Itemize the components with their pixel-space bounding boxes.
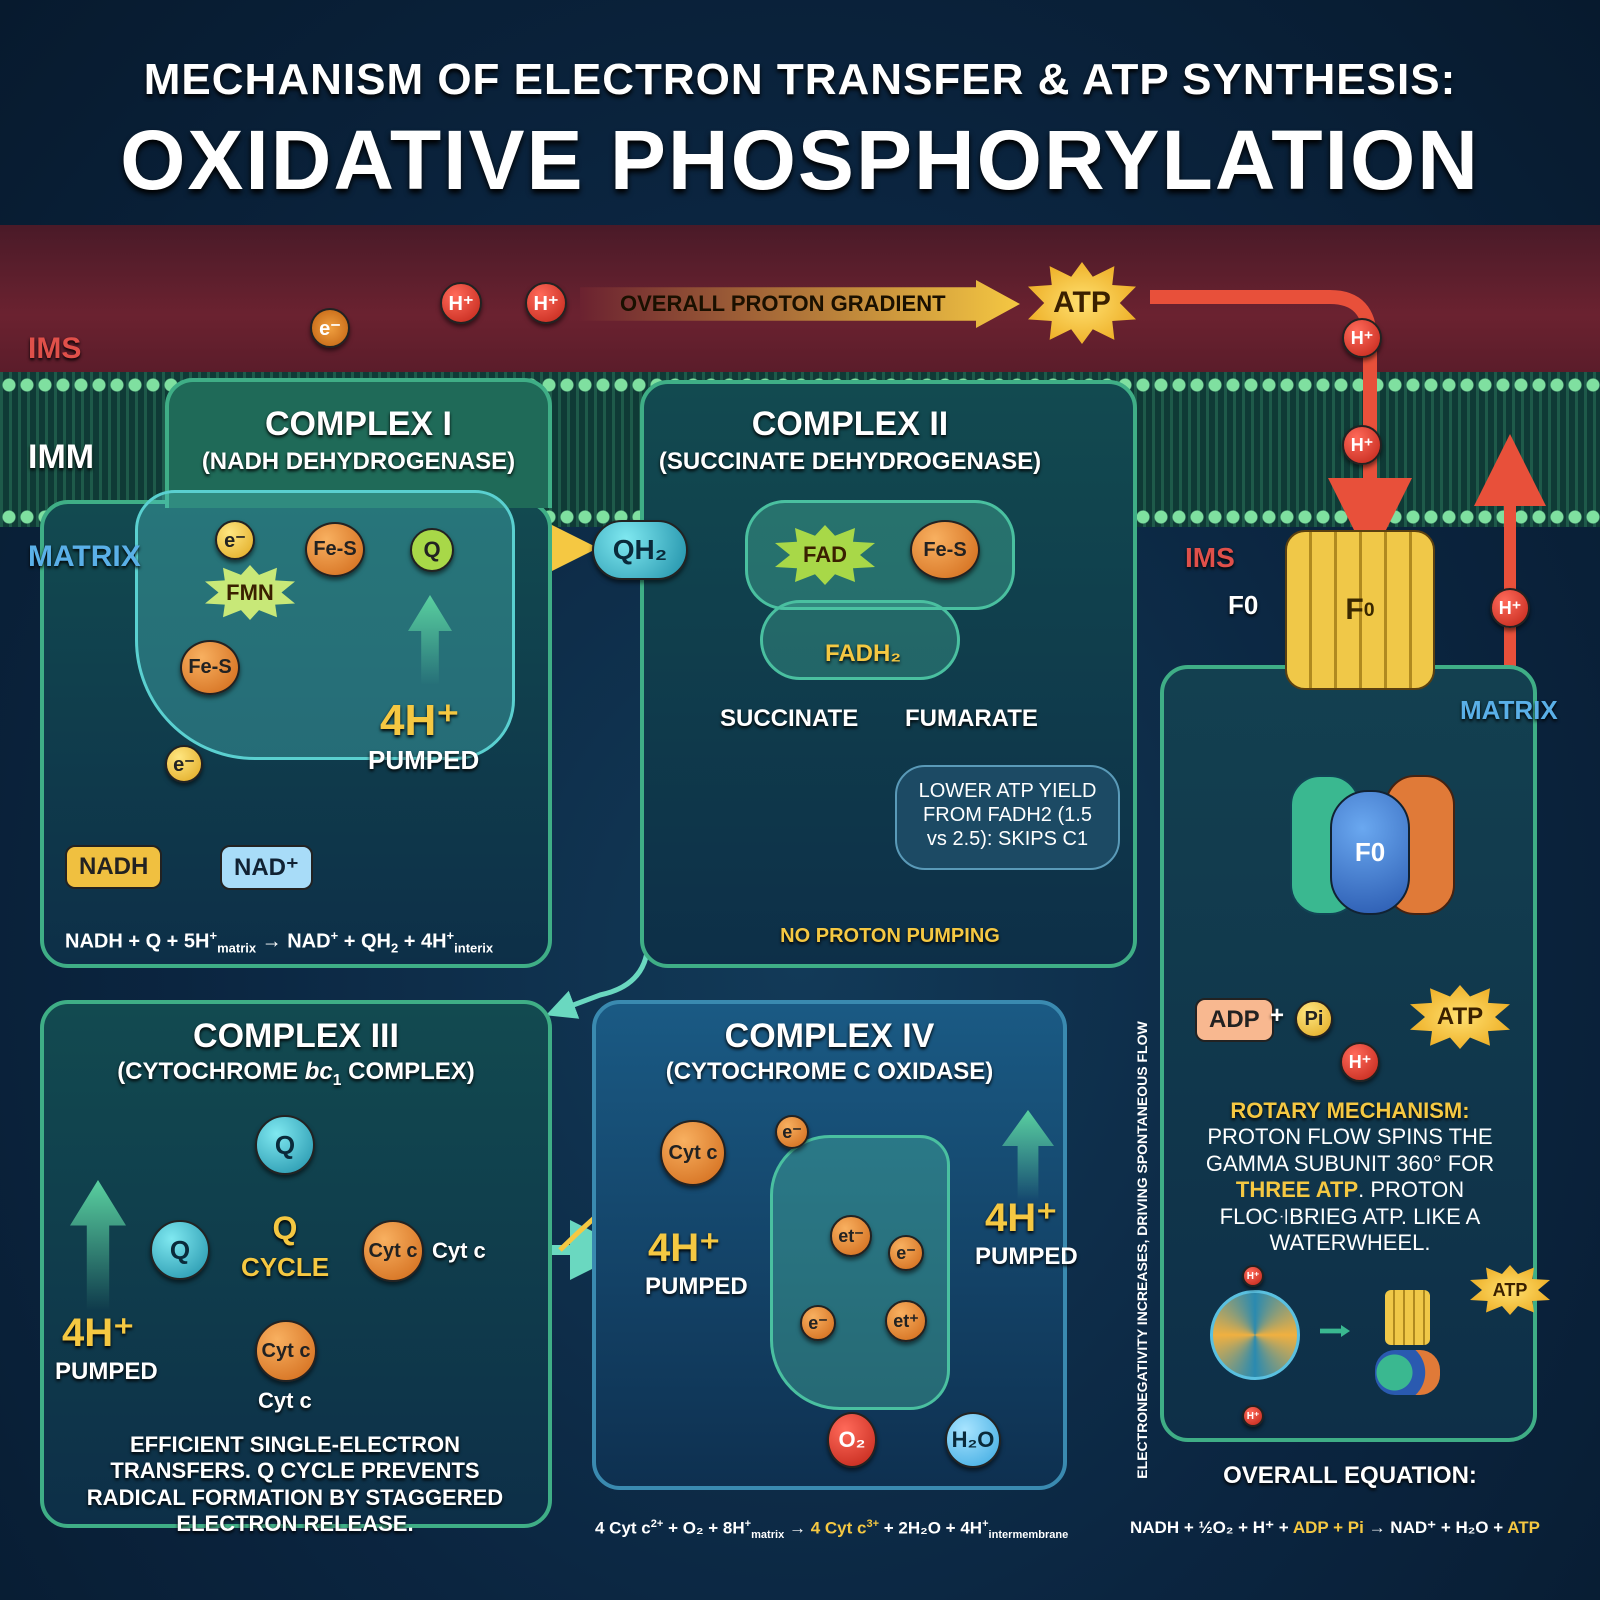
ims-label: IMS <box>1185 542 1235 573</box>
matrix-label: MATRIX <box>1460 695 1558 725</box>
fe-s-cluster: Fe-S <box>305 522 365 577</box>
complex-2-panel <box>640 380 1137 968</box>
complex-4-left-pumped-label: PUMPED <box>645 1273 748 1300</box>
cytochrome-c: Cyt c <box>660 1120 726 1186</box>
complex-4-title: COMPLEX IV <box>724 1017 935 1055</box>
complex-3-title: COMPLEX III <box>193 1017 399 1055</box>
q-cycle-label-2: CYCLE <box>240 1252 330 1282</box>
water-molecule: H₂O <box>945 1412 1001 1468</box>
proton-icon: H⁺ <box>1340 1042 1380 1082</box>
nadh-label: NADH <box>65 845 163 889</box>
rotary-body-end: . PROTON FLOC꜊BRIEG ATP. LIKE A WATERWHE… <box>1219 1177 1481 1255</box>
cytochrome-c-label: Cyt c <box>432 1238 486 1263</box>
complex-1-header <box>165 378 552 508</box>
phosphate-label: Pi <box>1295 1000 1333 1038</box>
complex-1-pumped-count: 4H⁺ <box>380 696 460 745</box>
electron-icon: et⁻ <box>830 1215 872 1257</box>
complex-4-equation: 4 Cyt c2+ + O₂ + 8H+matrix → 4 Cyt c3+ +… <box>595 1518 1069 1542</box>
succinate-label: SUCCINATE <box>720 705 859 732</box>
electron-icon: et⁺ <box>885 1300 927 1342</box>
q-molecule: Q <box>410 528 454 572</box>
cytochrome-c: Cyt c <box>362 1220 424 1282</box>
complex-4-right-pumped-count: 4H⁺ <box>985 1196 1058 1240</box>
complex-1-subtitle: (NADH DEHYDROGENASE) <box>201 448 516 475</box>
complex-4-right-pumped-label: PUMPED <box>975 1243 1078 1270</box>
title-line-1: MECHANISM OF ELECTRON TRANSFER & ATP SYN… <box>143 55 1457 104</box>
matrix-label: MATRIX <box>28 540 141 573</box>
proton-icon: H⁺ <box>1342 425 1382 465</box>
adp-label: ADP <box>1195 998 1274 1042</box>
overall-equation-title: OVERALL EQUATION: <box>1223 1462 1477 1489</box>
rotary-title: ROTARY MECHANISM: <box>1230 1098 1470 1123</box>
complex-3-pumped-label: PUMPED <box>55 1358 158 1385</box>
rotary-highlight: THREE ATP <box>1235 1177 1359 1203</box>
q-molecule: Q <box>150 1220 210 1280</box>
proton-icon: H⁺ <box>1242 1265 1264 1287</box>
proton-icon: H⁺ <box>1490 588 1530 628</box>
complex-3-panel <box>40 1000 552 1528</box>
overall-equation: NADH + ½O₂ + H⁺ + ADP + Pi → NAD⁺ + H₂O … <box>1130 1518 1541 1537</box>
complex-4-left-pumped-count: 4H⁺ <box>648 1226 721 1270</box>
complex-2-protein-base <box>760 600 960 680</box>
complex-3-note: EFFICIENT SINGLE-ELECTRON TRANSFERS. Q C… <box>86 1432 504 1537</box>
complex-4-subtitle: (CYTOCHROME C OXIDASE) <box>665 1058 994 1085</box>
f0-head: F0 <box>1330 790 1410 915</box>
fe-s-cluster: Fe-S <box>910 520 980 580</box>
proton-icon: H⁺ <box>525 282 567 324</box>
electron-icon: e⁻ <box>165 745 203 783</box>
q-molecule: Q <box>255 1115 315 1175</box>
proton-icon: H⁺ <box>1242 1405 1264 1427</box>
electron-icon: e⁻ <box>888 1235 924 1271</box>
proton-icon: H⁺ <box>1342 318 1382 358</box>
proton-inflow-arrow <box>1150 290 1412 562</box>
rotary-mechanism-text: ROTARY MECHANISM: PROTON FLOW SPINS THE … <box>1170 1098 1530 1256</box>
complex-2-note: LOWER ATP YIELD FROM FADH2 (1.5 vs 2.5):… <box>895 765 1120 870</box>
electron-icon: e⁻ <box>775 1115 809 1149</box>
plus-sign: + <box>1270 1002 1285 1029</box>
overall-proton-gradient-arrow: OVERALL PROTON GRADIENT <box>580 280 1020 328</box>
fe-s-cluster: Fe-S <box>180 640 240 695</box>
complex-2-title: COMPLEX II <box>751 405 949 443</box>
complex-2-footer: NO PROTON PUMPING <box>780 925 1000 947</box>
oxygen-molecule: O₂ <box>827 1412 877 1468</box>
electron-icon: e⁻ <box>215 520 255 560</box>
qh2-molecule: QH₂ <box>592 520 688 580</box>
qh2-to-complex3-arrow <box>545 590 651 1019</box>
page-title: OXIDATIVE PHOSPHORYLATION <box>120 113 1480 207</box>
fumarate-label: FUMARATE <box>905 705 1038 732</box>
complex-4-protein <box>770 1135 950 1410</box>
electron-icon: e⁻ <box>800 1305 836 1341</box>
complex-3-pumped-count: 4H⁺ <box>62 1311 135 1355</box>
q-cycle-label-1: Q <box>272 1210 298 1246</box>
cytochrome-c-label: Cyt c <box>258 1388 312 1413</box>
ims-label: IMS <box>28 332 82 365</box>
nad-label: NAD⁺ <box>220 845 313 890</box>
mini-f1-icon <box>1375 1350 1440 1395</box>
imm-label: IMM <box>28 438 95 476</box>
fadh2-label: FADH₂ <box>825 640 901 667</box>
mini-atp-synthase-icon <box>1385 1290 1430 1345</box>
f0-label: F0 <box>1228 590 1259 620</box>
electronegativity-gradient-label: ELECTRONEGATIVITY INCREASES, DRIVING SPO… <box>1134 1021 1150 1479</box>
complex-1-equation: NADH + Q + 5H+matrix → NAD+ + QH2 + 4H+i… <box>65 928 494 956</box>
proton-icon: H⁺ <box>440 282 482 324</box>
rotor-turbine-icon <box>1210 1290 1300 1380</box>
complex-3-subtitle: (CYTOCHROME bc1 COMPLEX) <box>117 1058 475 1089</box>
cytochrome-c: Cyt c <box>255 1320 317 1382</box>
complex-1-pumped-label: PUMPED <box>368 745 480 775</box>
electron-icon: e⁻ <box>310 308 350 348</box>
rotary-body: PROTON FLOW SPINS THE GAMMA SUBUNIT 360°… <box>1205 1124 1495 1176</box>
complex-1-title: COMPLEX I <box>264 405 453 443</box>
complex-2-subtitle: (SUCCINATE DEHYDROGENASE) <box>658 448 1042 475</box>
